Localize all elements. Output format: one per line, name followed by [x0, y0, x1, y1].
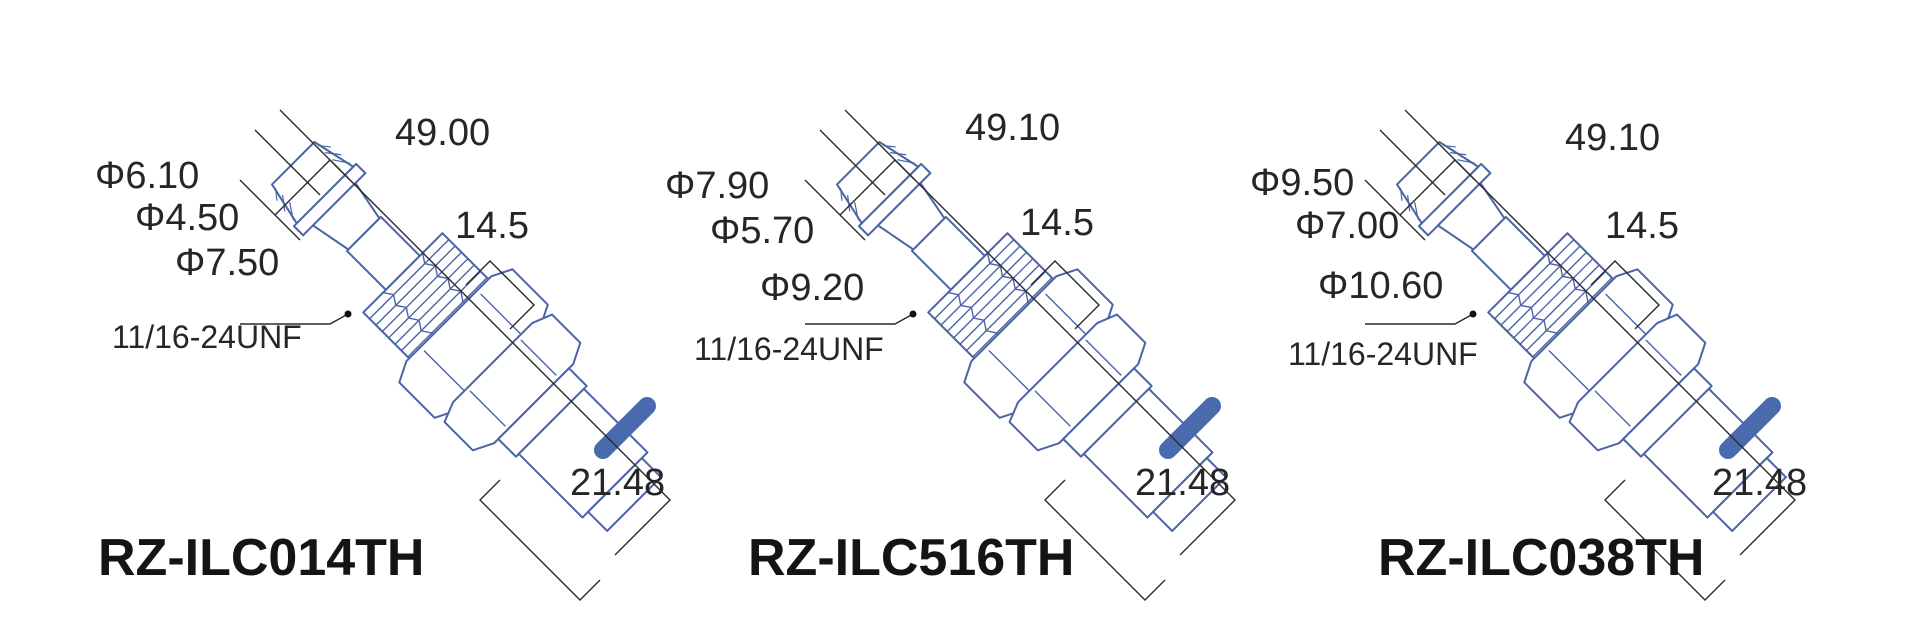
fitting-1: 49.00 14.5 21.48 Φ6.10 Φ4.50 Φ7.50 11/16…	[95, 107, 691, 600]
bottom-length-label: 21.48	[570, 462, 665, 504]
diameter-2-label: Φ5.70	[710, 210, 814, 252]
fitting-2: 49.10 14.5 21.48 Φ7.90 Φ5.70 Φ9.20 11/16…	[665, 107, 1256, 600]
diameter-2-label: Φ4.50	[135, 197, 239, 239]
diameter-3-label: Φ7.50	[175, 242, 279, 284]
fitting-3: 49.10 14.5 21.48 Φ9.50 Φ7.00 Φ10.60 11/1…	[1250, 107, 1816, 600]
overall-length-label: 49.00	[395, 112, 490, 154]
bottom-length-label: 21.48	[1135, 462, 1230, 504]
diameter-3-label: Φ10.60	[1318, 265, 1443, 307]
thread-label: 11/16-24UNF	[694, 331, 884, 367]
thread-label: 11/16-24UNF	[112, 319, 302, 355]
bottom-length-label: 21.48	[1712, 462, 1807, 504]
diameter-1-label: Φ6.10	[95, 155, 199, 197]
thread-label: 11/16-24UNF	[1288, 336, 1478, 372]
diameter-1-label: Φ9.50	[1250, 162, 1354, 204]
overall-length-label: 49.10	[1565, 117, 1660, 159]
diameter-2-label: Φ7.00	[1295, 205, 1399, 247]
diameter-3-label: Φ9.20	[760, 267, 864, 309]
diameter-1-label: Φ7.90	[665, 165, 769, 207]
nut-width-label: 14.5	[1605, 205, 1679, 247]
nut-width-label: 14.5	[1020, 202, 1094, 244]
model-label: RZ-ILC516TH	[748, 529, 1074, 587]
overall-length-label: 49.10	[965, 107, 1060, 149]
model-label: RZ-ILC014TH	[98, 529, 424, 587]
nut-width-label: 14.5	[455, 205, 529, 247]
model-label: RZ-ILC038TH	[1378, 529, 1704, 587]
